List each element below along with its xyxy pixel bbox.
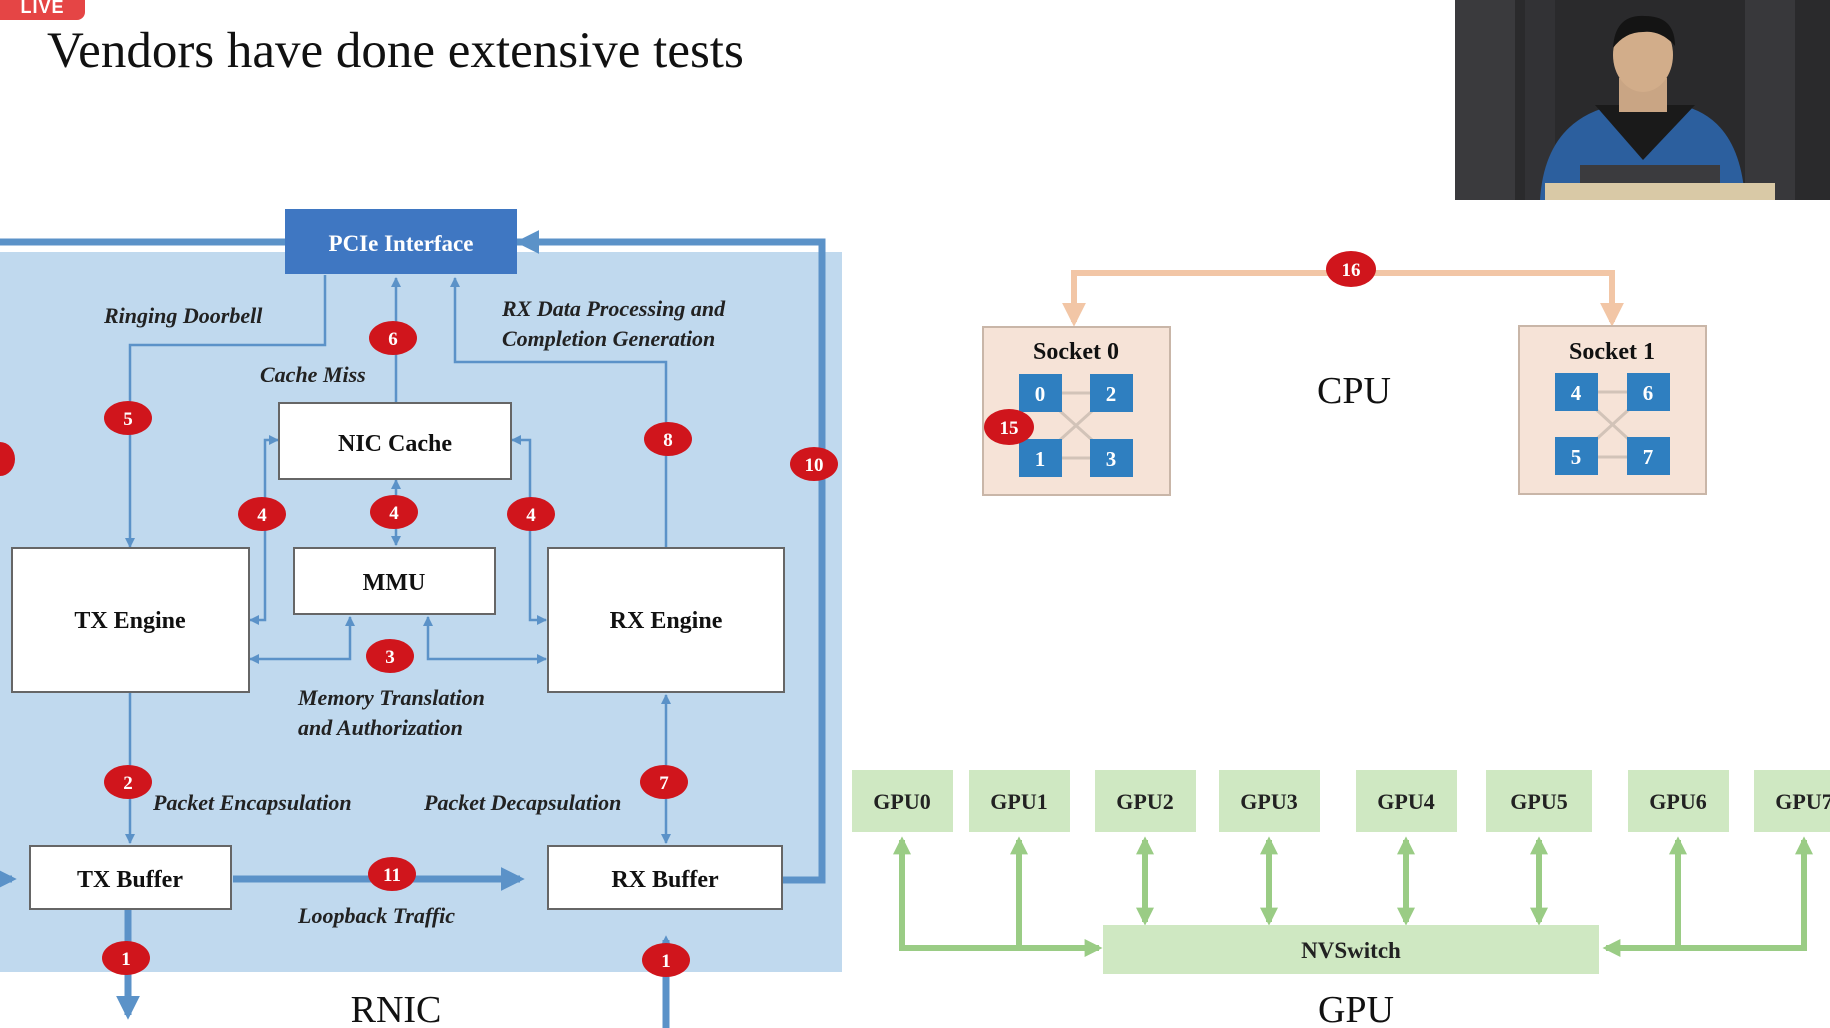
svg-text:3: 3 bbox=[385, 647, 395, 668]
svg-text:10: 10 bbox=[805, 455, 824, 476]
tx-engine-label: TX Engine bbox=[74, 608, 186, 634]
nvswitch-box: NVSwitch bbox=[1103, 925, 1599, 974]
badge-partial-left bbox=[0, 442, 15, 476]
tx-buffer-label: TX Buffer bbox=[77, 867, 183, 893]
socket-0: Socket 0 0 2 1 3 bbox=[982, 326, 1171, 496]
ringing-doorbell-label: Ringing Doorbell bbox=[103, 303, 263, 328]
svg-text:GPU4: GPU4 bbox=[1377, 789, 1434, 814]
mmu-box: MMU bbox=[293, 547, 496, 615]
badge-6: 6 bbox=[369, 321, 417, 355]
speaker-video bbox=[1455, 0, 1830, 200]
svg-text:1: 1 bbox=[661, 951, 671, 972]
nic-cache-label: NIC Cache bbox=[338, 431, 452, 457]
gpu7-box: GPU7 bbox=[1754, 770, 1830, 832]
svg-text:GPU0: GPU0 bbox=[873, 789, 930, 814]
tx-buffer-box: TX Buffer bbox=[29, 845, 232, 910]
cpu-caption: CPU bbox=[1317, 370, 1391, 412]
badge-1-right: 1 bbox=[642, 943, 690, 977]
slide-title: Vendors have done extensive tests bbox=[47, 23, 744, 79]
gpu1-box: GPU1 bbox=[969, 770, 1070, 832]
badge-15: 15 bbox=[984, 409, 1034, 445]
gpu-diagram: GPU0 GPU1 GPU2 GPU3 GPU4 GPU5 GPU6 GPU7 … bbox=[852, 770, 1830, 1028]
badge-4-center: 4 bbox=[370, 495, 418, 529]
svg-text:16: 16 bbox=[1342, 260, 1361, 281]
svg-text:GPU1: GPU1 bbox=[990, 789, 1047, 814]
nic-cache-box: NIC Cache bbox=[278, 402, 512, 480]
svg-text:GPU7: GPU7 bbox=[1775, 789, 1830, 814]
badge-10: 10 bbox=[790, 447, 838, 481]
gpu2-box: GPU2 bbox=[1095, 770, 1196, 832]
badge-4-right: 4 bbox=[507, 497, 555, 531]
gpu-caption: GPU bbox=[1318, 989, 1394, 1028]
gpu6-box: GPU6 bbox=[1628, 770, 1729, 832]
badge-2: 2 bbox=[104, 765, 152, 799]
badge-8: 8 bbox=[644, 422, 692, 456]
badge-11: 11 bbox=[368, 857, 416, 891]
memory-translation-label-line2: and Authorization bbox=[298, 715, 463, 740]
svg-text:7: 7 bbox=[659, 773, 669, 794]
rx-buffer-box: RX Buffer bbox=[547, 845, 783, 910]
rx-data-label-line1: RX Data Processing and bbox=[501, 296, 726, 321]
svg-text:5: 5 bbox=[123, 409, 133, 430]
svg-text:GPU6: GPU6 bbox=[1649, 789, 1706, 814]
socket-1: Socket 1 4 6 5 7 bbox=[1518, 325, 1707, 495]
socket-0-label: Socket 0 bbox=[1033, 339, 1119, 365]
svg-text:GPU3: GPU3 bbox=[1240, 789, 1297, 814]
svg-text:GPU2: GPU2 bbox=[1116, 789, 1173, 814]
loopback-traffic-label: Loopback Traffic bbox=[297, 903, 455, 928]
svg-text:4: 4 bbox=[389, 503, 399, 524]
socket-1-core-7: 7 bbox=[1643, 445, 1654, 469]
packet-encapsulation-label: Packet Encapsulation bbox=[152, 790, 352, 815]
socket-0-core-0: 0 bbox=[1035, 382, 1046, 406]
cache-miss-label: Cache Miss bbox=[260, 362, 366, 387]
rx-buffer-label: RX Buffer bbox=[611, 867, 719, 893]
svg-text:15: 15 bbox=[1000, 418, 1019, 439]
svg-text:8: 8 bbox=[663, 430, 673, 451]
socket-1-core-6: 6 bbox=[1643, 381, 1654, 405]
badge-3: 3 bbox=[366, 639, 414, 673]
socket-0-core-3: 3 bbox=[1106, 447, 1117, 471]
nvswitch-label: NVSwitch bbox=[1301, 938, 1401, 963]
svg-text:4: 4 bbox=[257, 505, 267, 526]
tx-engine-box: TX Engine bbox=[11, 547, 250, 693]
memory-translation-label-line1: Memory Translation bbox=[297, 685, 485, 710]
svg-text:GPU5: GPU5 bbox=[1510, 789, 1567, 814]
cpu-diagram: 16 Socket 0 0 2 1 3 bbox=[982, 251, 1707, 496]
badge-4-left: 4 bbox=[238, 497, 286, 531]
rx-engine-label: RX Engine bbox=[610, 608, 723, 634]
packet-decapsulation-label: Packet Decapsulation bbox=[423, 790, 621, 815]
rx-engine-box: RX Engine bbox=[547, 547, 785, 693]
pcie-interface-label: PCIe Interface bbox=[329, 231, 474, 256]
mmu-label: MMU bbox=[363, 570, 426, 596]
socket-0-core-2: 2 bbox=[1106, 382, 1117, 406]
gpu0-box: GPU0 bbox=[852, 770, 953, 832]
rnic-diagram: PCIe Interface NIC Cache MMU TX Engine R… bbox=[0, 209, 842, 1028]
rx-data-label-line2: Completion Generation bbox=[502, 326, 715, 351]
live-badge: LIVE bbox=[0, 0, 85, 20]
badge-1-left: 1 bbox=[102, 941, 150, 975]
gpu-link-right bbox=[1602, 836, 1813, 957]
pcie-interface-box: PCIe Interface bbox=[285, 209, 517, 274]
socket-1-core-4: 4 bbox=[1571, 381, 1582, 405]
svg-text:2: 2 bbox=[123, 773, 133, 794]
socket-1-core-5: 5 bbox=[1571, 445, 1582, 469]
badge-16: 16 bbox=[1326, 251, 1376, 287]
socket-0-core-1: 1 bbox=[1035, 447, 1046, 471]
rnic-caption: RNIC bbox=[351, 989, 442, 1028]
svg-text:11: 11 bbox=[383, 865, 401, 886]
svg-text:6: 6 bbox=[388, 329, 398, 350]
svg-text:1: 1 bbox=[121, 949, 131, 970]
gpu4-box: GPU4 bbox=[1356, 770, 1457, 832]
gpu3-box: GPU3 bbox=[1219, 770, 1320, 832]
svg-text:4: 4 bbox=[526, 505, 536, 526]
badge-5: 5 bbox=[104, 401, 152, 435]
socket-1-label: Socket 1 bbox=[1569, 339, 1655, 365]
gpu-link-left bbox=[893, 836, 1103, 957]
badge-7: 7 bbox=[640, 765, 688, 799]
gpu5-box: GPU5 bbox=[1486, 770, 1592, 832]
